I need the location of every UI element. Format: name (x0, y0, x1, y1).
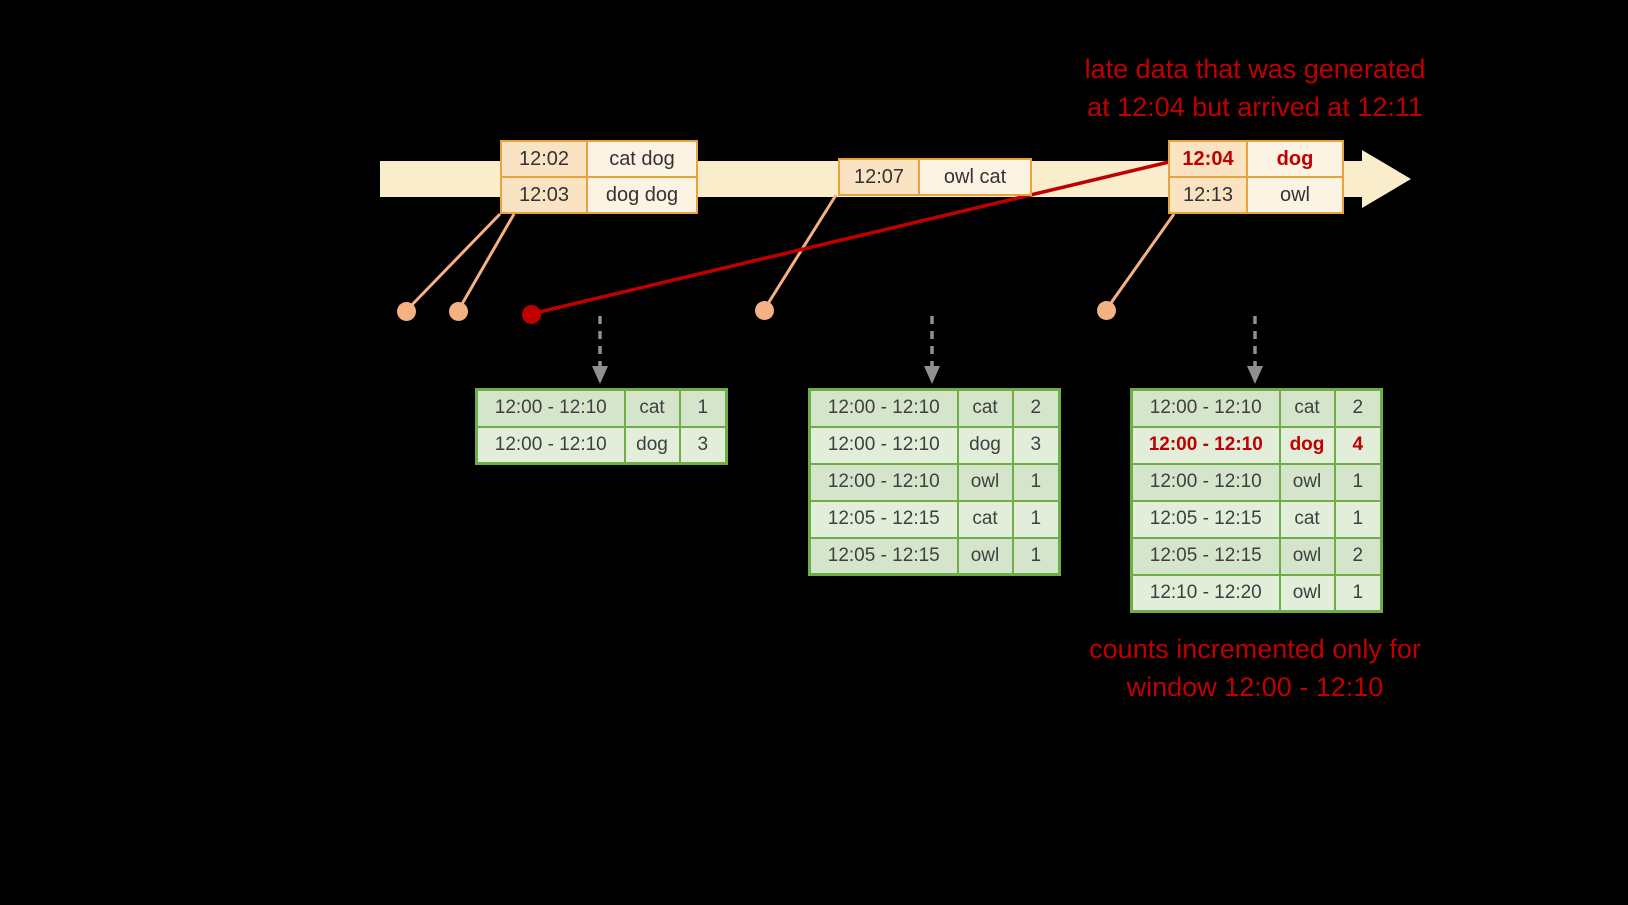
arrival-line-1203 (456, 213, 516, 312)
window-cell: 12:10 - 12:20 (1130, 573, 1281, 613)
result-table-3: 12:00 - 12:10 cat 2 12:00 - 12:10 dog 4 … (1130, 388, 1383, 613)
event-row-late: 12:04 dog (1168, 140, 1344, 178)
window-cell: 12:00 - 12:10 (475, 388, 626, 428)
count-cell: 1 (1333, 499, 1383, 539)
event-row: 12:03 dog dog (500, 176, 698, 214)
window-cell: 12:00 - 12:10 (1130, 388, 1281, 428)
timeline-arrowhead-icon (1362, 150, 1411, 208)
table-row: 12:10 - 12:20 owl 1 (1130, 573, 1383, 613)
event-row: 12:07 owl cat (838, 158, 1032, 196)
word-cell: dog (956, 425, 1014, 465)
word-cell: cat (1278, 388, 1336, 428)
table-row: 12:00 - 12:10 dog 3 (475, 425, 728, 465)
word-cell: owl (1278, 573, 1336, 613)
arrival-dot-1203 (449, 302, 468, 321)
count-cell: 1 (1333, 573, 1383, 613)
event-words: dog (1246, 140, 1344, 178)
counts-incremented-annotation: counts incremented only for window 12:00… (1025, 630, 1485, 706)
word-cell: dog (1278, 425, 1336, 465)
event-time: 12:13 (1168, 176, 1248, 214)
arrival-dot-1213 (1097, 301, 1116, 320)
table-row: 12:05 - 12:15 cat 1 (808, 499, 1061, 539)
arrival-line-1213 (1104, 213, 1176, 311)
table-row: 12:05 - 12:15 cat 1 (1130, 499, 1383, 539)
count-cell: 3 (1011, 425, 1061, 465)
table-row: 12:05 - 12:15 owl 2 (1130, 536, 1383, 576)
timeline-event-batch-3: 12:04 dog 12:13 owl (1168, 140, 1344, 214)
word-cell: cat (956, 499, 1014, 539)
count-cell: 1 (1011, 499, 1061, 539)
late-data-annotation-line1: late data that was generated (1084, 54, 1426, 84)
arrival-dot-1202 (397, 302, 416, 321)
event-words: dog dog (586, 176, 698, 214)
window-cell: 12:00 - 12:10 (808, 462, 959, 502)
count-cell: 2 (1333, 536, 1383, 576)
event-time: 12:03 (500, 176, 588, 214)
result-table-1: 12:00 - 12:10 cat 1 12:00 - 12:10 dog 3 (475, 388, 728, 465)
trigger-arrow-2 (924, 316, 940, 384)
trigger-arrow-1 (592, 316, 608, 384)
word-cell: owl (956, 462, 1014, 502)
trigger-arrow-3 (1247, 316, 1263, 384)
count-cell: 1 (1011, 462, 1061, 502)
late-arrival-dot-1204 (522, 305, 541, 324)
window-cell: 12:00 - 12:10 (808, 388, 959, 428)
window-cell: 12:00 - 12:10 (475, 425, 626, 465)
count-cell: 1 (1011, 536, 1061, 576)
table-row-updated-late: 12:00 - 12:10 dog 4 (1130, 425, 1383, 465)
count-cell: 1 (678, 388, 728, 428)
result-table-2: 12:00 - 12:10 cat 2 12:00 - 12:10 dog 3 … (808, 388, 1061, 576)
window-cell: 12:05 - 12:15 (1130, 499, 1281, 539)
late-data-annotation: late data that was generated at 12:04 bu… (1025, 50, 1485, 126)
event-words: owl cat (918, 158, 1032, 196)
table-row: 12:00 - 12:10 owl 1 (808, 462, 1061, 502)
word-cell: dog (623, 425, 681, 465)
count-cell: 2 (1333, 388, 1383, 428)
count-cell: 4 (1333, 425, 1383, 465)
window-cell: 12:00 - 12:10 (1130, 462, 1281, 502)
table-row: 12:00 - 12:10 cat 2 (1130, 388, 1383, 428)
count-cell: 2 (1011, 388, 1061, 428)
arrival-line-1207 (762, 194, 838, 311)
window-cell: 12:05 - 12:15 (1130, 536, 1281, 576)
timeline-event-batch-2: 12:07 owl cat (838, 158, 1032, 196)
word-cell: cat (1278, 499, 1336, 539)
table-row: 12:00 - 12:10 cat 1 (475, 388, 728, 428)
table-row: 12:05 - 12:15 owl 1 (808, 536, 1061, 576)
late-data-annotation-line2: at 12:04 but arrived at 12:11 (1087, 92, 1423, 122)
window-cell: 12:05 - 12:15 (808, 499, 959, 539)
event-time: 12:02 (500, 140, 588, 178)
event-row: 12:13 owl (1168, 176, 1344, 214)
table-row: 12:00 - 12:10 dog 3 (808, 425, 1061, 465)
window-cell: 12:00 - 12:10 (1130, 425, 1281, 465)
arrival-dot-1207 (755, 301, 774, 320)
table-row: 12:00 - 12:10 cat 2 (808, 388, 1061, 428)
count-cell: 1 (1333, 462, 1383, 502)
arrival-line-1202 (404, 212, 502, 313)
word-cell: owl (956, 536, 1014, 576)
counts-incremented-line2: window 12:00 - 12:10 (1126, 672, 1384, 702)
window-cell: 12:05 - 12:15 (808, 536, 959, 576)
event-time: 12:07 (838, 158, 920, 196)
counts-incremented-line1: counts incremented only for (1089, 634, 1421, 664)
word-cell: owl (1278, 462, 1336, 502)
table-row: 12:00 - 12:10 owl 1 (1130, 462, 1383, 502)
window-cell: 12:00 - 12:10 (808, 425, 959, 465)
event-words: owl (1246, 176, 1344, 214)
count-cell: 3 (678, 425, 728, 465)
event-row: 12:02 cat dog (500, 140, 698, 178)
event-time: 12:04 (1168, 140, 1248, 178)
timeline-event-batch-1: 12:02 cat dog 12:03 dog dog (500, 140, 698, 214)
word-cell: cat (623, 388, 681, 428)
word-cell: cat (956, 388, 1014, 428)
late-arrival-line (530, 160, 1170, 316)
event-words: cat dog (586, 140, 698, 178)
word-cell: owl (1278, 536, 1336, 576)
